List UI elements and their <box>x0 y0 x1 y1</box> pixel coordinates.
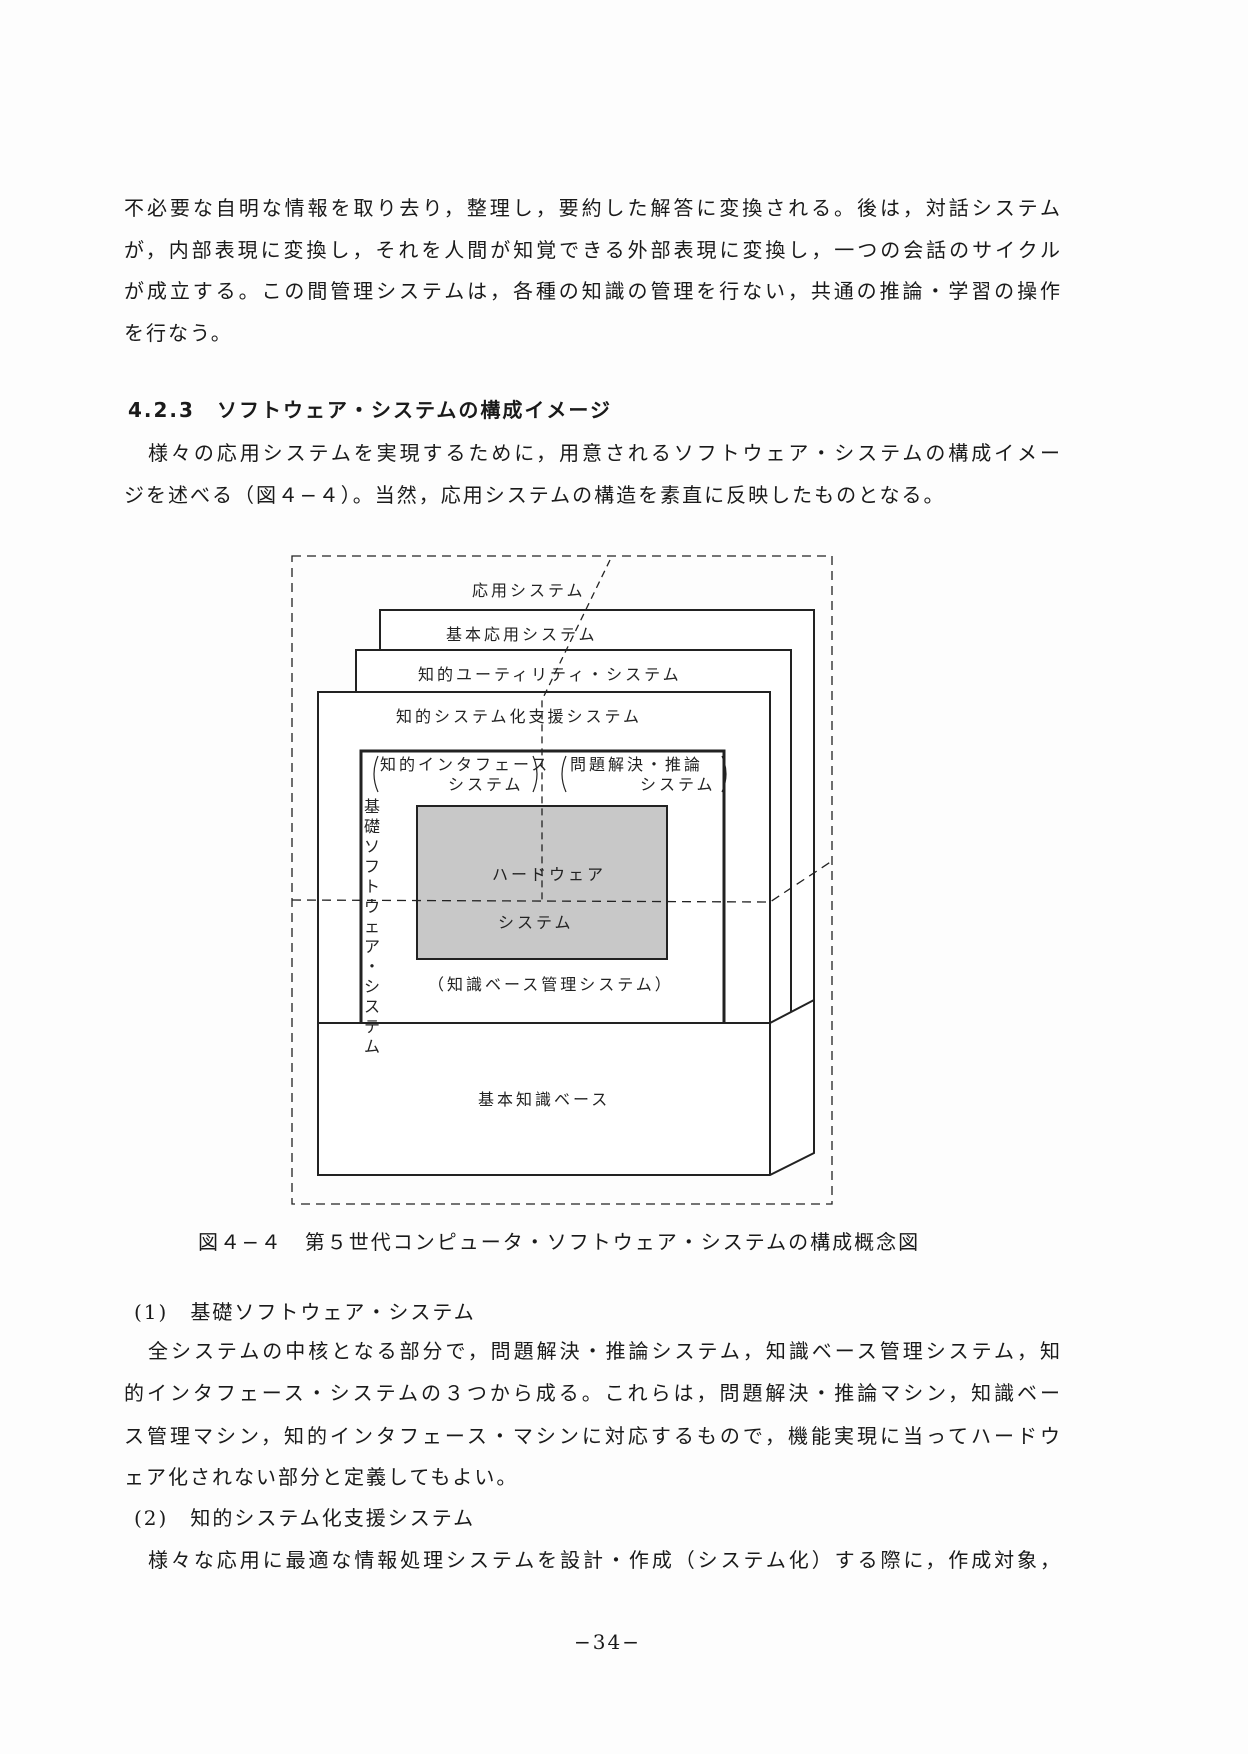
divider-vertical-dashed <box>541 559 611 902</box>
vertical-label-char: ス <box>364 997 383 1016</box>
paragraph-line: 的インタフェース・システムの３つから成る。これらは，問題解決・推論マシン，知識ベ… <box>124 1381 1062 1405</box>
label-basic-knowledge-base: 基本知識ベース <box>478 1090 610 1109</box>
label-knowledge-base-management: （知識ベース管理システム） <box>428 975 674 994</box>
item2-heading: (2) 知的システム化支援システム <box>134 1506 476 1530</box>
vertical-label-char: ・ <box>364 957 383 976</box>
vertical-label-char: テ <box>364 1017 383 1036</box>
application-system-boundary <box>291 555 833 1205</box>
vertical-label-char: フ <box>364 857 383 876</box>
paragraph-line: 様々な応用に最適な情報処理システムを設計・作成（システム化）する際に，作成対象， <box>148 1548 1062 1572</box>
vertical-label-char: ア <box>364 937 383 956</box>
paragraph-line: が，内部表現に変換し，それを人間が知覚できる外部表現に変換し，一つの会話のサイク… <box>124 238 1062 262</box>
vertical-label-char: ェ <box>364 917 383 936</box>
label-systemization-support: 知的システム化支援システム <box>396 707 642 726</box>
vertical-label-char: ト <box>364 877 383 896</box>
vertical-label-char: ム <box>364 1037 383 1056</box>
divider-horizontal-dashed <box>291 860 833 903</box>
label-problem-solving-2: システム <box>640 775 716 794</box>
paragraph-line: を行なう。 <box>124 321 233 345</box>
paragraph-line: が成立する。この間管理システムは，各種の知識の管理を行ない，共通の推論・学習の操… <box>124 279 1062 303</box>
figure-caption: 図４−４ 第５世代コンピュータ・ソフトウェア・システムの構成概念図 <box>198 1230 921 1254</box>
paragraph-line: ジを述べる（図４−４）。当然，応用システムの構造を素直に反映したものとなる。 <box>124 483 946 507</box>
item1-heading: (1) 基礎ソフトウェア・システム <box>134 1300 476 1324</box>
vertical-label-char: 礎 <box>364 817 383 836</box>
paragraph-line: 全システムの中核となる部分で，問題解決・推論システム，知識ベース管理システム，知 <box>148 1339 1062 1363</box>
vertical-label-char: ウ <box>364 897 383 916</box>
knowledge-base-block <box>317 998 815 1176</box>
paragraph-line: 不必要な自明な情報を取り去り，整理し，要約した解答に変換される。後は，対話システ… <box>124 196 1062 220</box>
label-application-system: 応用システム <box>472 581 586 600</box>
paragraph-line: ス管理マシン，知的インタフェース・マシンに対応するもので，機能実現に当ってハード… <box>124 1424 1062 1448</box>
vertical-label-char: シ <box>364 977 383 996</box>
label-intelligent-interface: 知的インタフェース <box>380 755 550 774</box>
paragraph-line: 様々の応用システムを実現するために，用意されるソフトウェア・システムの構成イメー <box>148 441 1062 465</box>
label-basic-software-vertical: 基礎ソフトウェア・システム <box>364 797 383 1056</box>
label-problem-solving: 問題解決・推論 <box>570 755 703 774</box>
label-hardware: ハードウェア <box>492 865 606 884</box>
label-hardware-system: システム <box>498 913 574 932</box>
section-heading: 4.2.3 ソフトウェア・システムの構成イメージ <box>128 398 612 422</box>
label-intelligent-utility-system: 知的ユーティリティ・システム <box>418 665 682 684</box>
vertical-label-char: 基 <box>364 797 383 816</box>
label-basic-application-system: 基本応用システム <box>446 625 598 644</box>
vertical-label-char: ソ <box>364 837 383 856</box>
page-number: −34− <box>574 1630 641 1654</box>
label-intelligent-interface-2: システム <box>448 775 524 794</box>
paragraph-line: ェア化されない部分と定義してもよい。 <box>124 1465 519 1489</box>
